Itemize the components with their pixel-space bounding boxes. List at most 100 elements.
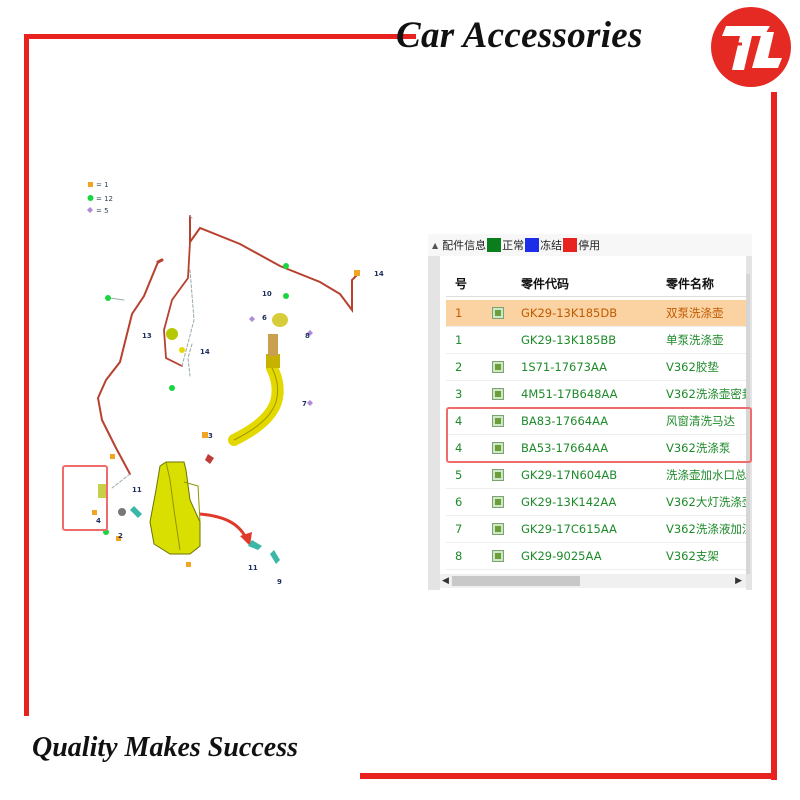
row-part-code: BA53-17664AA — [521, 441, 609, 455]
callout-4: 4 — [96, 517, 101, 525]
scroll-thumb[interactable] — [452, 576, 580, 586]
row-picture-cell — [478, 496, 518, 508]
row-part-name: 洗涤壶加水口总 — [666, 468, 747, 482]
key-square-text: = 1 — [96, 181, 109, 189]
part-picture-icon[interactable] — [492, 496, 504, 508]
row-part-code: 1S71-17673AA — [521, 360, 608, 374]
row-part-name: V362洗涤液加注 — [666, 522, 750, 536]
brand-logo — [711, 7, 791, 87]
collapse-arrow-icon[interactable]: ▲ — [432, 240, 439, 250]
diagram-part-4-highlight — [62, 465, 108, 531]
callout-numbers: 10 6 8 13 14 14 7 3 11 4 2 11 9 — [96, 270, 384, 586]
callout-11-right: 11 — [248, 564, 258, 572]
legend-frozen-swatch — [525, 238, 540, 252]
col-name-header[interactable]: 零件名称 — [666, 276, 715, 291]
callout-6: 6 — [262, 314, 267, 322]
table-row[interactable]: 7 GK29-17C615AA V362洗涤液加注 — [446, 516, 750, 543]
row-picture-cell — [478, 415, 518, 427]
row-part-code: GK29-13K185DB — [521, 306, 618, 320]
frame-left-line — [24, 34, 29, 716]
table-row[interactable]: 1 GK29-13K185DB 双泵洗涤壶 — [446, 300, 750, 327]
row-part-code: GK29-17N604AB — [521, 468, 618, 482]
frame-bottom-line — [360, 773, 777, 779]
table-row[interactable]: 4 BA83-17664AA 风窗清洗马达 — [446, 408, 750, 435]
legend-normal-label: 正常 — [502, 239, 525, 252]
row-picture-cell — [478, 550, 518, 562]
direction-arrow — [199, 512, 248, 539]
scroll-right-icon[interactable]: ▶ — [735, 576, 742, 586]
row-part-name: 单泵洗涤壶 — [666, 333, 724, 347]
row-picture-cell — [478, 469, 518, 481]
diagram-key: = 1 = 12 = 5 — [87, 181, 113, 215]
hoses — [96, 215, 359, 489]
table-row[interactable]: 1 GK29-13K185BB 单泵洗涤壶 — [446, 327, 750, 354]
row-no: 5 — [455, 468, 463, 482]
part-picture-icon[interactable] — [492, 523, 504, 535]
brand-title: Car Accessories — [396, 15, 643, 56]
part-picture-icon[interactable] — [492, 550, 504, 562]
callout-11-left: 11 — [132, 486, 142, 494]
row-picture-cell — [478, 442, 518, 454]
part-picture-icon[interactable] — [492, 442, 504, 454]
row-no: 8 — [455, 549, 463, 563]
row-part-code: BA83-17664AA — [521, 414, 609, 428]
callout-7: 7 — [302, 400, 307, 408]
table-row[interactable]: 5 GK29-17N604AB 洗涤壶加水口总 — [446, 462, 750, 489]
row-no: 7 — [455, 522, 463, 536]
vertical-scrollbar[interactable] — [746, 274, 750, 574]
row-no: 2 — [455, 360, 463, 374]
row-part-name: 双泵洗涤壶 — [666, 306, 724, 320]
filler-neck — [228, 313, 288, 446]
row-part-name: V362洗涤壶密封 — [666, 387, 750, 401]
row-part-code: GK29-13K185BB — [521, 333, 617, 347]
table-row[interactable]: 3 4M51-17B648AA V362洗涤壶密封 — [446, 381, 750, 408]
callout-14-top: 14 — [374, 270, 384, 278]
part-picture-icon[interactable] — [492, 388, 504, 400]
row-no: 4 — [455, 414, 463, 428]
row-picture-cell — [478, 523, 518, 535]
horizontal-scrollbar[interactable]: ◀ ▶ — [440, 574, 746, 588]
row-part-name: 风窗清洗马达 — [666, 414, 735, 428]
row-no: 3 — [455, 387, 463, 401]
motor-rows-highlight — [446, 407, 752, 463]
part-picture-icon[interactable] — [492, 415, 504, 427]
footer-slogan: Quality Makes Success — [32, 732, 298, 763]
callout-14-mid: 14 — [200, 348, 210, 356]
row-no: 1 — [455, 333, 463, 347]
row-picture-cell — [478, 388, 518, 400]
row-part-name: V362大灯洗涤壶 — [666, 495, 750, 509]
small-parts — [92, 263, 360, 567]
frame-top-line — [24, 34, 416, 39]
callout-10: 10 — [262, 290, 272, 298]
callout-13: 13 — [142, 332, 152, 340]
row-no: 1 — [455, 306, 463, 320]
col-code-header[interactable]: 零件代码 — [521, 276, 570, 291]
washer-reservoir — [149, 461, 201, 555]
legend-frozen-label: 冻结 — [540, 239, 563, 252]
row-part-code: GK29-13K142AA — [521, 495, 617, 509]
part-picture-icon[interactable] — [492, 469, 504, 481]
callout-8: 8 — [305, 332, 310, 340]
key-diamond-text: = 5 — [96, 207, 109, 215]
row-part-name: V362胶垫 — [666, 360, 719, 374]
row-part-code: GK29-9025AA — [521, 549, 602, 563]
key-circle-text: = 12 — [96, 195, 113, 203]
frame-right-line — [771, 92, 777, 780]
row-part-name: V362洗涤泵 — [666, 441, 731, 455]
callout-3: 3 — [208, 432, 213, 440]
legend-info-label: 配件信息 — [442, 239, 487, 252]
callout-9: 9 — [277, 578, 282, 586]
row-part-code: GK29-17C615AA — [521, 522, 617, 536]
table-row[interactable]: 2 1S71-17673AA V362胶垫 — [446, 354, 750, 381]
washer-system-diagram: = 1 = 12 = 5 — [87, 181, 384, 586]
scroll-left-icon[interactable]: ◀ — [442, 576, 449, 586]
row-part-code: 4M51-17B648AA — [521, 387, 618, 401]
part-picture-icon[interactable] — [492, 307, 504, 319]
col-no-header[interactable]: 号 — [455, 276, 468, 291]
legend-disabled-label: 停用 — [578, 239, 601, 252]
part-picture-icon[interactable] — [492, 361, 504, 373]
legend-disabled-swatch — [563, 238, 578, 252]
